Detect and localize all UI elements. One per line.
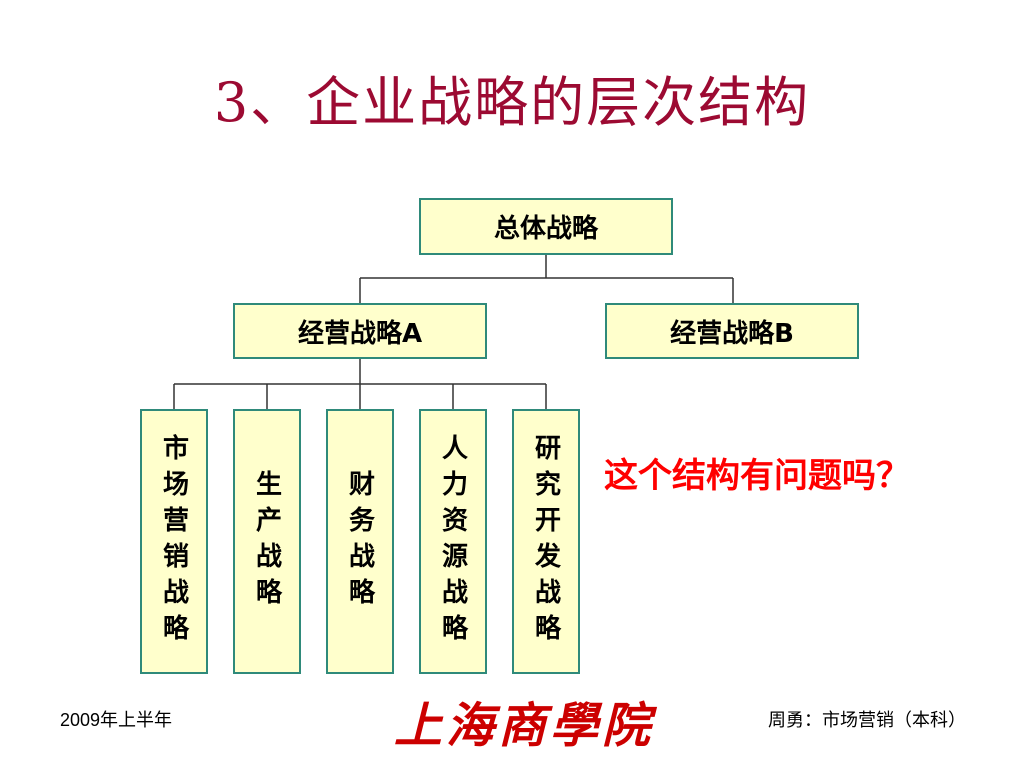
business-strategy-a-box: 经营战略A [233,303,487,359]
functional-strategy-box: 生产战略 [233,409,301,674]
business-strategy-b-box: 经营战略B [605,303,859,359]
functional-strategy-box: 人力资源战略 [419,409,487,674]
question-text: 这个结构有问题吗？ [604,456,910,496]
school-logo: 上海商學院 [394,698,655,754]
functional-strategy-box: 市场营销战略 [140,409,208,674]
footer-author-course: 周勇：市场营销（本科） [768,710,966,731]
functional-strategy-box: 研究开发战略 [512,409,580,674]
page-title: 3、企业战略的层次结构 [213,71,811,134]
footer-date: 2009年上半年 [60,710,173,730]
root-strategy-box: 总体战略 [419,198,673,255]
functional-strategy-box: 财务战略 [326,409,394,674]
